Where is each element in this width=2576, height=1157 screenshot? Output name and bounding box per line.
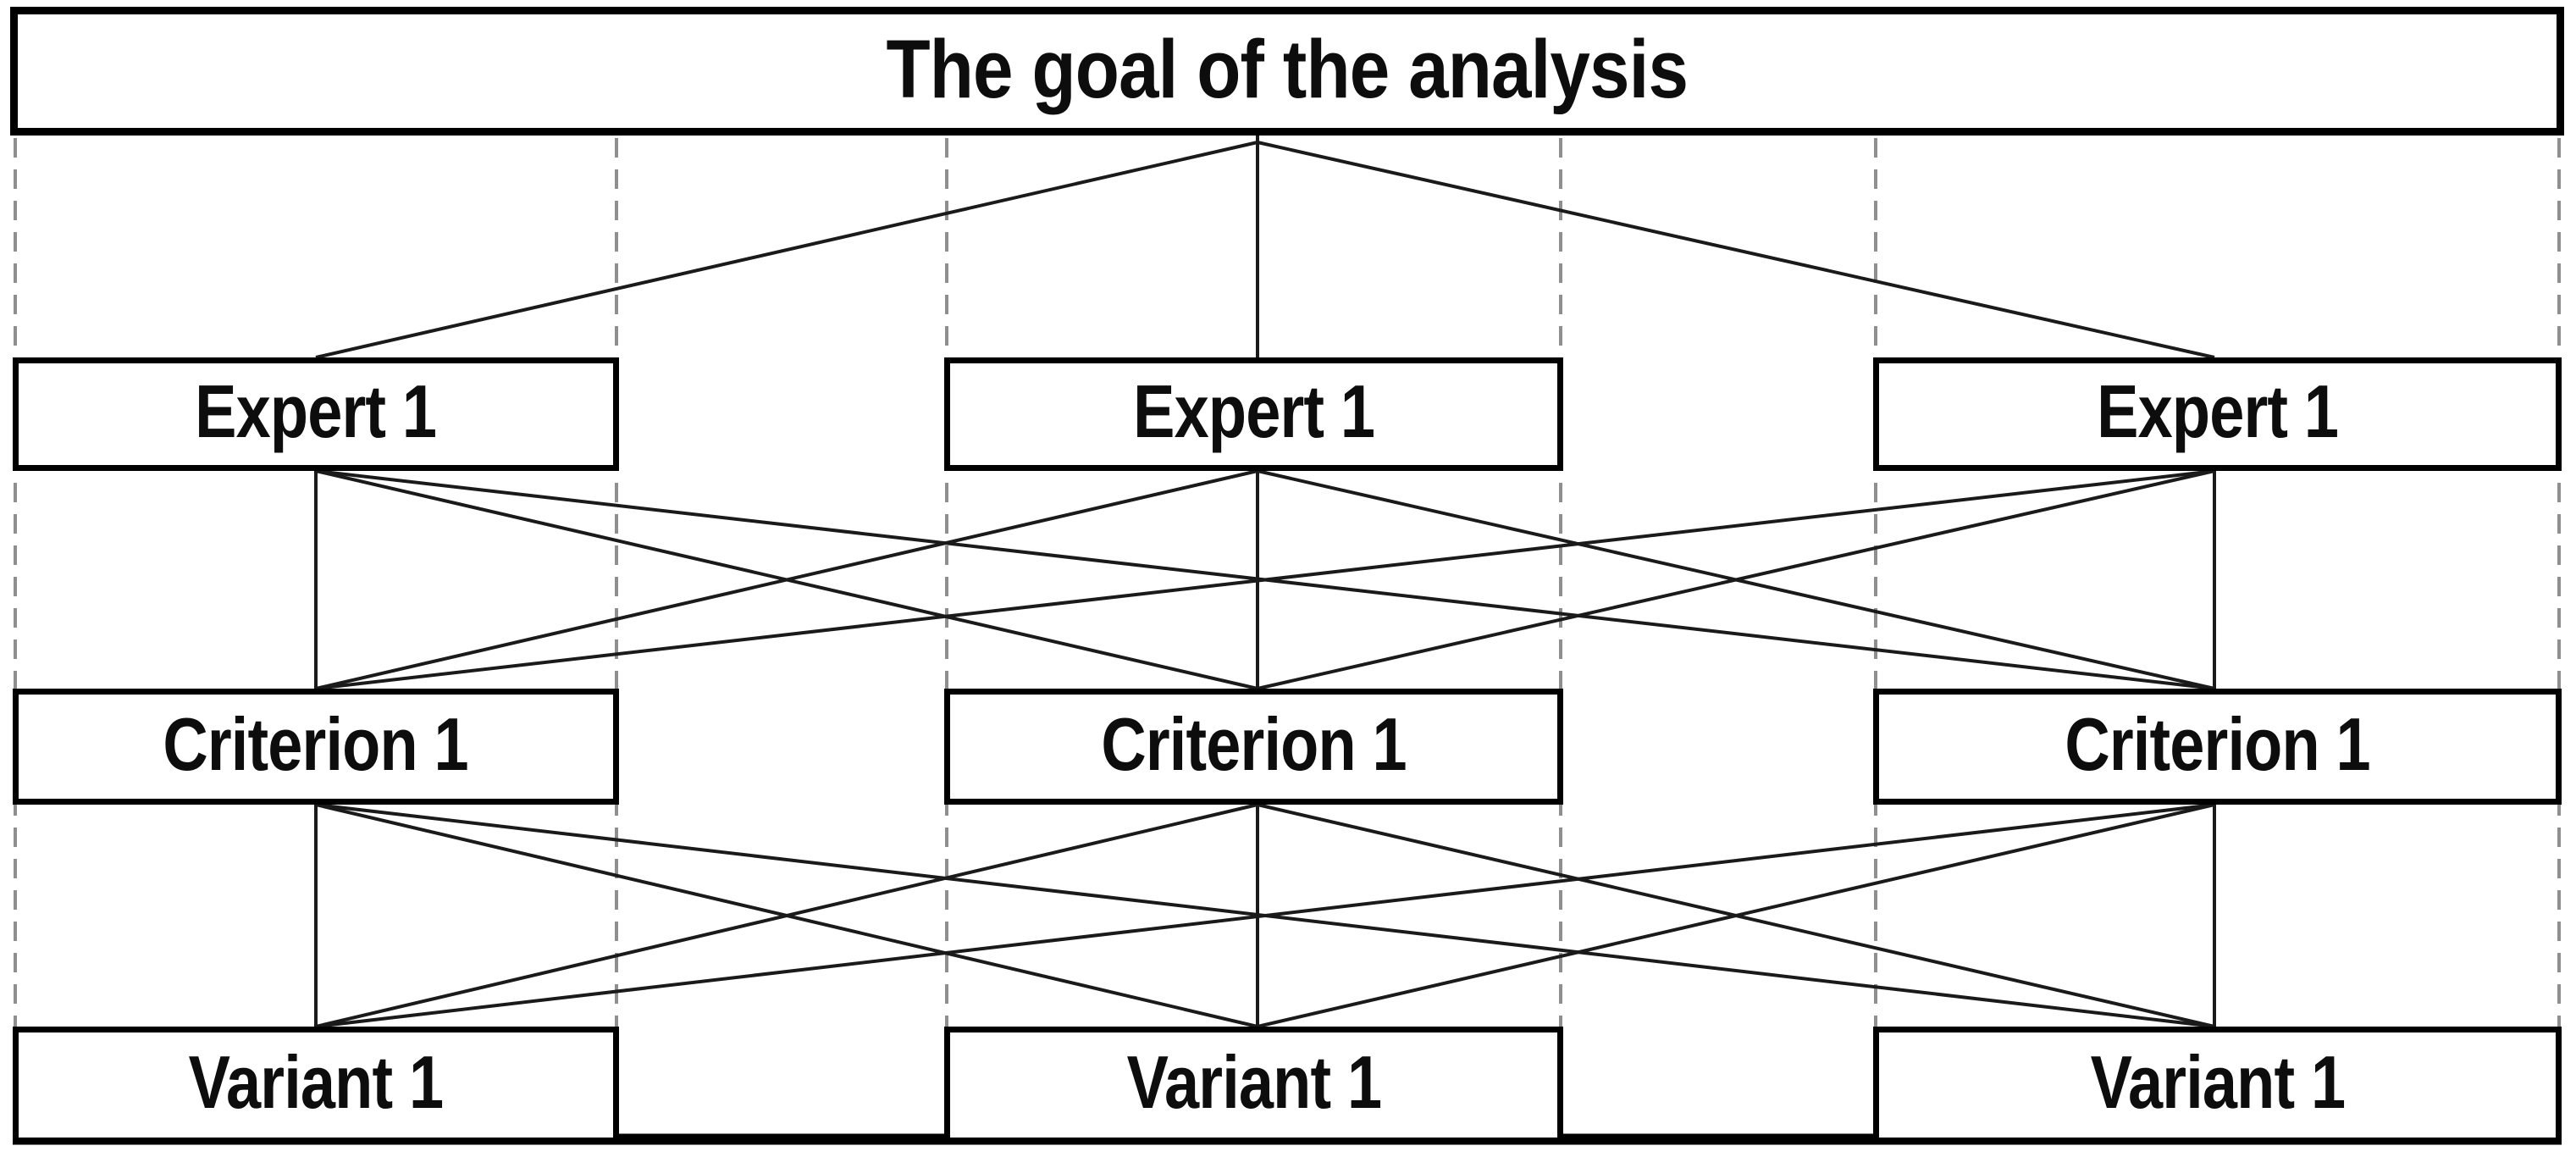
expert-node-1: Expert 1 — [13, 357, 619, 471]
expert-to-criterion-line — [315, 469, 2215, 690]
criterion-node-1: Criterion 1 — [13, 689, 619, 805]
expert-node-2: Expert 1 — [944, 357, 1563, 471]
variant-node-3: Variant 1 — [1873, 1027, 2562, 1143]
criterion-label-3: Criterion 1 — [2065, 701, 2370, 786]
expert-label-1: Expert 1 — [195, 369, 438, 453]
expert-label-2: Expert 1 — [1133, 369, 1375, 453]
variant-label-3: Variant 1 — [2090, 1040, 2345, 1124]
variant-label-1: Variant 1 — [188, 1040, 444, 1124]
criterion-node-2: Criterion 1 — [944, 689, 1563, 805]
variant-node-2: Variant 1 — [944, 1027, 1563, 1143]
criterion-label-2: Criterion 1 — [1101, 701, 1407, 786]
goal-to-expert-line — [1257, 141, 2215, 359]
expert-to-criterion-line — [1257, 469, 2215, 690]
criterion-to-variant-line — [315, 803, 2215, 1028]
expert-to-criterion-line — [315, 469, 1258, 690]
criterion-node-3: Criterion 1 — [1873, 689, 2562, 805]
goal-label: The goal of the analysis — [886, 22, 1689, 115]
variant-node-1: Variant 1 — [13, 1027, 619, 1143]
expert-node-3: Expert 1 — [1873, 357, 2562, 471]
goal-node: The goal of the analysis — [10, 7, 2564, 136]
expert-label-3: Expert 1 — [2097, 369, 2339, 453]
goal-to-expert-line — [315, 141, 1258, 359]
criterion-to-variant-line — [315, 803, 1258, 1028]
variant-label-2: Variant 1 — [1126, 1040, 1381, 1124]
criterion-to-variant-line — [1257, 803, 2215, 1028]
criterion-label-1: Criterion 1 — [163, 701, 469, 786]
